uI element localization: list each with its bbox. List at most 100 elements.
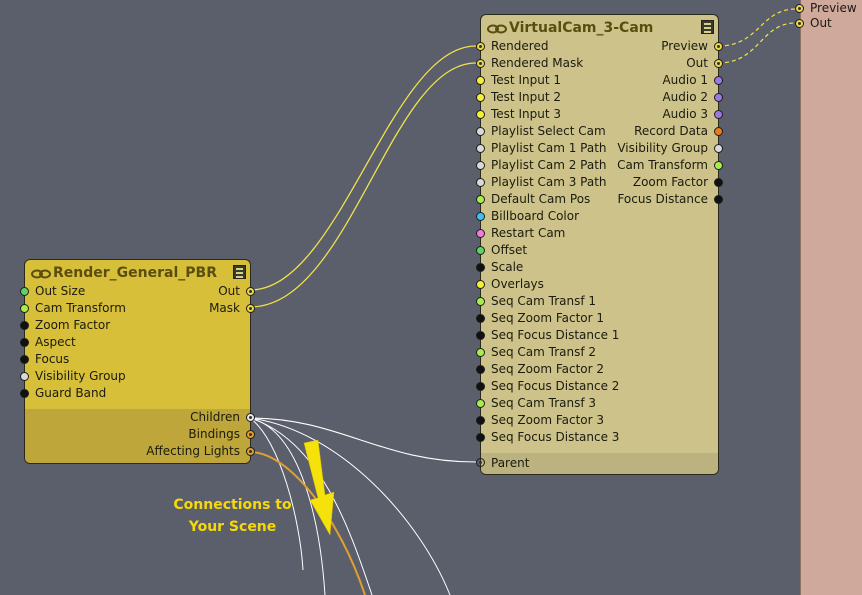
port-connector[interactable] bbox=[476, 229, 485, 238]
render-node-header[interactable]: Render_General_PBR bbox=[25, 260, 250, 286]
output-port-out[interactable]: Out bbox=[481, 55, 723, 72]
port-connector[interactable] bbox=[476, 263, 485, 272]
port-connector[interactable] bbox=[714, 195, 723, 204]
port-label: Cam Transform bbox=[35, 301, 126, 315]
output-port-cam-transform[interactable]: Cam Transform bbox=[481, 157, 723, 174]
port-connector[interactable] bbox=[476, 212, 485, 221]
port-connector[interactable] bbox=[476, 93, 485, 102]
port-connector[interactable] bbox=[20, 304, 29, 313]
port-connector[interactable] bbox=[476, 110, 485, 119]
port-connector[interactable] bbox=[476, 246, 485, 255]
port-connector[interactable] bbox=[476, 127, 485, 136]
port-connector[interactable] bbox=[476, 59, 485, 68]
port-label: Out bbox=[686, 56, 708, 70]
port-label: Affecting Lights bbox=[146, 444, 240, 458]
parent-port[interactable] bbox=[476, 458, 485, 467]
port-connector[interactable] bbox=[476, 399, 485, 408]
output-port-zoom-factor[interactable]: Zoom Factor bbox=[481, 174, 723, 191]
external-out-port[interactable] bbox=[795, 19, 804, 28]
port-connector[interactable] bbox=[246, 430, 255, 439]
render-node-title: Render_General_PBR bbox=[53, 265, 217, 281]
port-label: Overlays bbox=[491, 277, 544, 291]
port-label: Seq Zoom Factor 3 bbox=[491, 413, 605, 427]
port-label: Preview bbox=[661, 39, 708, 53]
output-port-visibility-group[interactable]: Visibility Group bbox=[481, 140, 723, 157]
port-connector[interactable] bbox=[476, 314, 485, 323]
port-connector[interactable] bbox=[714, 110, 723, 119]
annotation-line-2: Your Scene bbox=[188, 519, 277, 535]
port-connector[interactable] bbox=[714, 42, 723, 51]
output-port-children[interactable]: Children bbox=[25, 409, 255, 426]
port-connector[interactable] bbox=[714, 93, 723, 102]
node-menu-icon[interactable] bbox=[233, 265, 246, 279]
port-label: Seq Cam Transf 2 bbox=[491, 345, 597, 359]
port-connector[interactable] bbox=[476, 280, 485, 289]
port-label: Aspect bbox=[35, 335, 76, 349]
output-port-out[interactable]: Out bbox=[25, 283, 255, 300]
port-connector[interactable] bbox=[246, 287, 255, 296]
port-connector[interactable] bbox=[246, 413, 255, 422]
port-label: Default Cam Pos bbox=[491, 192, 591, 206]
port-label: Seq Cam Transf 1 bbox=[491, 294, 597, 308]
port-connector[interactable] bbox=[476, 42, 485, 51]
vcam-node-header[interactable]: VirtualCam_3-Cam bbox=[481, 15, 718, 41]
port-connector[interactable] bbox=[246, 447, 255, 456]
port-label: Restart Cam bbox=[491, 226, 566, 240]
annotation-text: Connections to Your Scene bbox=[150, 494, 315, 538]
port-connector[interactable] bbox=[20, 355, 29, 364]
port-connector[interactable] bbox=[714, 144, 723, 153]
port-label: Cam Transform bbox=[617, 158, 708, 172]
port-connector[interactable] bbox=[476, 76, 485, 85]
port-label: Visibility Group bbox=[617, 141, 708, 155]
port-connector[interactable] bbox=[20, 287, 29, 296]
port-connector[interactable] bbox=[476, 365, 485, 374]
port-connector[interactable] bbox=[714, 76, 723, 85]
output-port-focus-distance[interactable]: Focus Distance bbox=[481, 191, 723, 208]
vcam-node-title: VirtualCam_3-Cam bbox=[509, 20, 654, 36]
output-port-affecting-lights[interactable]: Affecting Lights bbox=[25, 443, 255, 460]
port-connector[interactable] bbox=[714, 178, 723, 187]
port-connector[interactable] bbox=[476, 178, 485, 187]
output-port-audio-1[interactable]: Audio 1 bbox=[481, 72, 723, 89]
port-connector[interactable] bbox=[714, 161, 723, 170]
output-port-audio-2[interactable]: Audio 2 bbox=[481, 89, 723, 106]
port-connector[interactable] bbox=[714, 59, 723, 68]
port-label: Focus Distance bbox=[617, 192, 708, 206]
port-label: Out Size bbox=[35, 284, 86, 298]
output-port-bindings[interactable]: Bindings bbox=[25, 426, 255, 443]
port-connector[interactable] bbox=[476, 382, 485, 391]
port-connector[interactable] bbox=[20, 338, 29, 347]
port-connector[interactable] bbox=[20, 389, 29, 398]
port-connector[interactable] bbox=[476, 331, 485, 340]
port-connector[interactable] bbox=[476, 161, 485, 170]
output-port-preview[interactable]: Preview bbox=[481, 38, 723, 55]
port-connector[interactable] bbox=[476, 416, 485, 425]
port-connector[interactable] bbox=[476, 348, 485, 357]
output-port-mask[interactable]: Mask bbox=[25, 300, 255, 317]
port-connector[interactable] bbox=[714, 127, 723, 136]
port-label: Test Input 1 bbox=[491, 73, 561, 87]
output-port-record-data[interactable]: Record Data bbox=[481, 123, 723, 140]
port-label: Audio 3 bbox=[662, 107, 708, 121]
port-connector[interactable] bbox=[476, 297, 485, 306]
port-label: Scale bbox=[491, 260, 524, 274]
port-label: Seq Focus Distance 1 bbox=[491, 328, 620, 342]
port-connector[interactable] bbox=[476, 195, 485, 204]
port-label: Playlist Cam 3 Path bbox=[491, 175, 607, 189]
port-label: Rendered Mask bbox=[491, 56, 584, 70]
port-label: Playlist Cam 1 Path bbox=[491, 141, 607, 155]
port-connector[interactable] bbox=[20, 372, 29, 381]
port-connector[interactable] bbox=[20, 321, 29, 330]
external-out-label: Out bbox=[810, 16, 832, 30]
wire-preview-to-external bbox=[717, 8, 797, 47]
node-menu-icon[interactable] bbox=[701, 20, 714, 34]
port-connector[interactable] bbox=[476, 433, 485, 442]
port-connector[interactable] bbox=[246, 304, 255, 313]
port-label: Seq Focus Distance 3 bbox=[491, 430, 620, 444]
external-preview-port[interactable] bbox=[795, 4, 804, 13]
port-connector[interactable] bbox=[476, 144, 485, 153]
output-port-audio-3[interactable]: Audio 3 bbox=[481, 106, 723, 123]
